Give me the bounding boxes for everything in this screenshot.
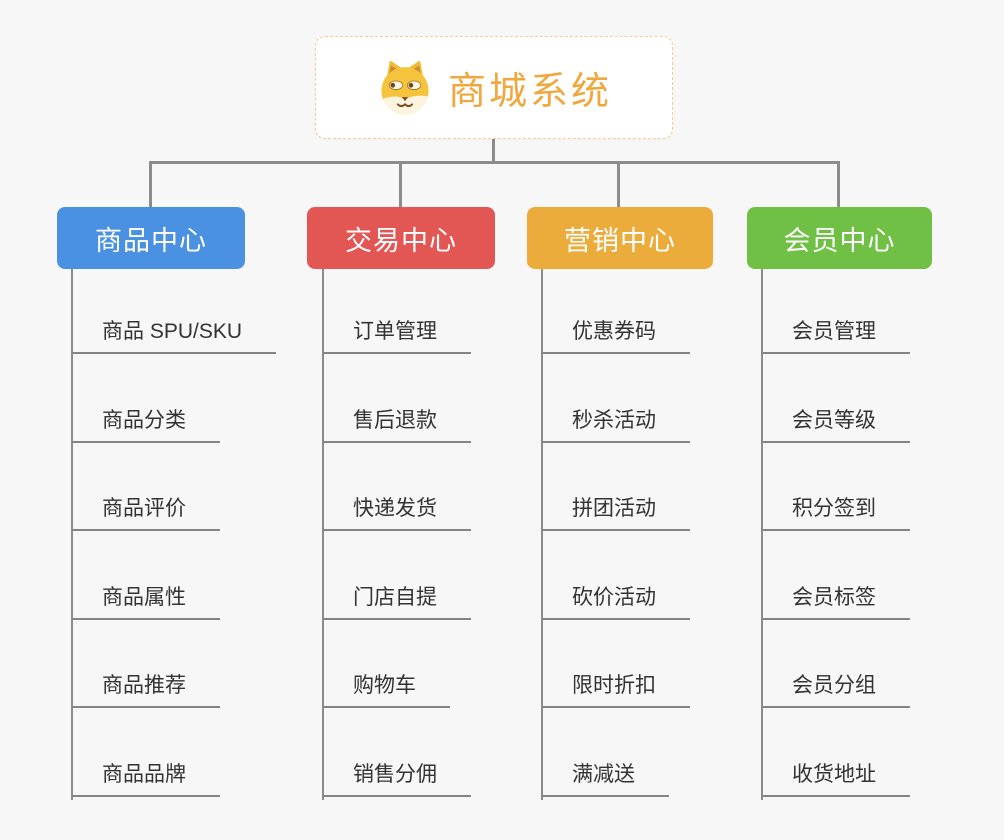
leaf-item[interactable]: 商品分类 xyxy=(72,407,220,443)
branch-spine-marketing xyxy=(541,269,543,800)
leaf-item[interactable]: 会员等级 xyxy=(762,407,910,443)
leaf-item[interactable]: 收货地址 xyxy=(762,761,910,797)
branch-box-product-center[interactable]: 商品中心 xyxy=(57,207,245,269)
leaf-item[interactable]: 商品评价 xyxy=(72,495,220,531)
root-node[interactable]: 商城系统 xyxy=(315,36,673,139)
leaf-item[interactable]: 订单管理 xyxy=(323,318,471,354)
branch-box-marketing-center[interactable]: 营销中心 xyxy=(527,207,713,269)
branch-label: 会员中心 xyxy=(783,225,896,256)
leaf-item[interactable]: 拼团活动 xyxy=(542,495,690,531)
leaf-item[interactable]: 商品属性 xyxy=(72,584,220,620)
leaf-item[interactable]: 购物车 xyxy=(323,672,450,708)
leaf-item[interactable]: 优惠券码 xyxy=(542,318,690,354)
leaf-item[interactable]: 门店自提 xyxy=(323,584,471,620)
leaf-item[interactable]: 积分签到 xyxy=(762,495,910,531)
leaf-item[interactable]: 会员分组 xyxy=(762,672,910,708)
connector-drop-marketing xyxy=(617,161,620,207)
branch-label: 交易中心 xyxy=(345,225,457,256)
leaf-item[interactable]: 商品推荐 xyxy=(72,672,220,708)
leaf-item[interactable]: 商品品牌 xyxy=(72,761,220,797)
connector-drop-trade xyxy=(399,161,402,207)
leaf-item[interactable]: 售后退款 xyxy=(323,407,471,443)
branch-spine-product xyxy=(71,269,73,800)
leaf-item[interactable]: 销售分佣 xyxy=(323,761,471,797)
leaf-item[interactable]: 会员管理 xyxy=(762,318,910,354)
branch-spine-member xyxy=(761,269,763,800)
branch-label: 商品中心 xyxy=(95,225,207,256)
leaf-item[interactable]: 商品 SPU/SKU xyxy=(72,318,277,354)
leaf-item[interactable]: 秒杀活动 xyxy=(542,407,690,443)
branch-spine-trade xyxy=(322,269,324,800)
leaf-item[interactable]: 快递发货 xyxy=(323,495,471,531)
root-title: 商城系统 xyxy=(447,71,612,113)
leaf-item[interactable]: 满减送 xyxy=(542,761,669,797)
branch-box-member-center[interactable]: 会员中心 xyxy=(747,207,932,269)
connector-drop-member xyxy=(837,161,840,207)
dog-face-icon xyxy=(376,59,434,117)
connector-root-stem xyxy=(492,139,495,163)
connector-main-horizontal xyxy=(149,161,840,164)
branch-box-trade-center[interactable]: 交易中心 xyxy=(307,207,495,269)
branch-label: 营销中心 xyxy=(564,225,676,256)
leaf-item[interactable]: 会员标签 xyxy=(762,584,910,620)
connector-drop-product xyxy=(149,161,152,207)
leaf-item[interactable]: 砍价活动 xyxy=(542,584,690,620)
leaf-item[interactable]: 限时折扣 xyxy=(542,672,690,708)
